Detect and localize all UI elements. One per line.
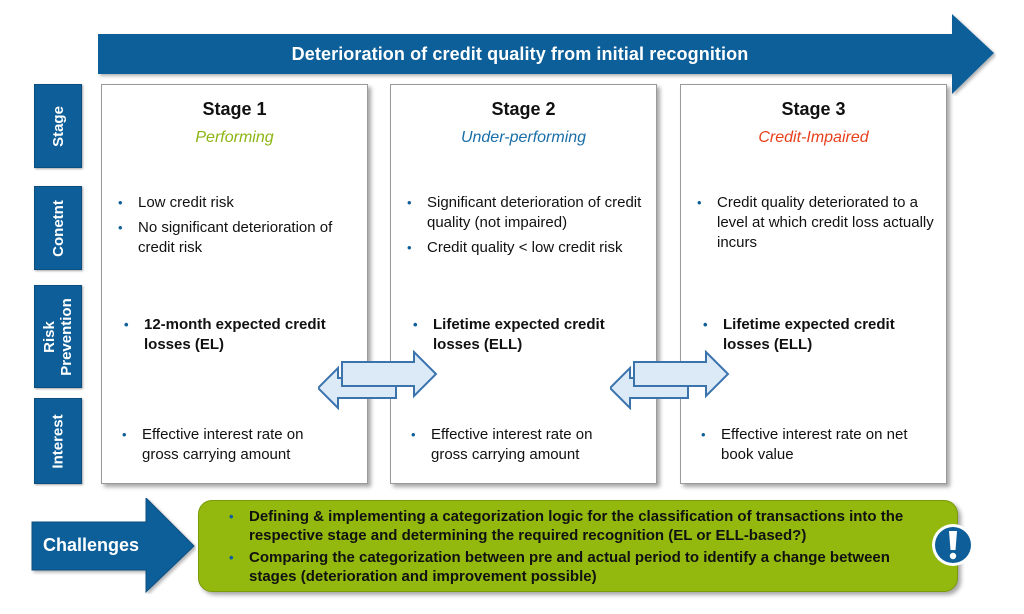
right-arrow-icon [341, 350, 438, 399]
row-label-line: Prevention [58, 297, 75, 376]
row-label-content: Conetnt [34, 186, 82, 270]
stage-title: Stage 1 [202, 99, 267, 119]
interest-list: Effective interest rate on net book valu… [699, 425, 932, 470]
interest-item: Effective interest rate on net book valu… [699, 425, 932, 465]
right-arrow-icon [633, 350, 730, 399]
risk-prevention-list: 12-month expected credit losses (EL) [122, 315, 337, 360]
row-label-text: Stage [49, 105, 67, 147]
challenge-item: Defining & implementing a categorization… [225, 507, 937, 545]
challenges-list: Defining & implementing a categorization… [225, 507, 937, 589]
content-item: Credit quality deteriorated to a level a… [695, 193, 938, 253]
challenges-arrow-shape [31, 498, 195, 594]
interest-list: Effective interest rate on gross carryin… [120, 425, 337, 470]
header-title: Deterioration of credit quality from ini… [291, 43, 749, 64]
stage-subtitle: Under-performing [460, 129, 587, 146]
content-list: Significant deterioration of credit qual… [405, 193, 648, 263]
interest-item: Effective interest rate on gross carryin… [120, 425, 337, 465]
content-item: No significant deterioration of credit r… [116, 218, 359, 258]
challenges-box: Defining & implementing a categorization… [198, 500, 958, 592]
risk-prevention-list: Lifetime expected credit losses (ELL) [701, 315, 926, 360]
stage-title: Stage 3 [781, 99, 846, 119]
content-item: Significant deterioration of credit qual… [405, 193, 648, 233]
double-arrow-icon [318, 350, 438, 410]
challenge-item: Comparing the categorization between pre… [225, 548, 937, 586]
risk-prevention-list: Lifetime expected credit losses (ELL) [411, 315, 636, 360]
stage-title: Stage 2 [491, 99, 556, 119]
row-label-interest: Interest [34, 398, 82, 484]
risk-prevention-item: 12-month expected credit losses (EL) [122, 315, 337, 355]
stage-2-card: Stage 2 Under-performing Significant det… [390, 84, 657, 484]
row-label-line: Risk [41, 320, 58, 353]
content-item: Credit quality < low credit risk [405, 238, 648, 258]
content-list: Credit quality deteriorated to a level a… [695, 193, 938, 258]
exclamation-icon [932, 524, 974, 566]
stage-1-card: Stage 1 Performing Low credit risk No si… [101, 84, 368, 484]
content-item: Low credit risk [116, 193, 359, 213]
row-label-text: Conetnt [49, 199, 67, 257]
row-label-text: Risk Prevention [41, 298, 75, 376]
row-label-risk-prevention: Risk Prevention [34, 285, 82, 388]
risk-prevention-item: Lifetime expected credit losses (ELL) [701, 315, 926, 355]
interest-item: Effective interest rate on gross carryin… [409, 425, 626, 465]
row-label-text: Interest [49, 413, 67, 469]
stage-subtitle: Performing [195, 129, 274, 146]
stage-subtitle: Credit-Impaired [758, 129, 869, 146]
stage-3-card: Stage 3 Credit-Impaired Credit quality d… [680, 84, 947, 484]
double-arrow-icon [610, 350, 730, 410]
risk-prevention-item: Lifetime expected credit losses (ELL) [411, 315, 636, 355]
interest-list: Effective interest rate on gross carryin… [409, 425, 626, 470]
top-arrow-shape [98, 14, 994, 94]
challenges-label: Challenges [42, 534, 140, 555]
row-label-stage: Stage [34, 84, 82, 168]
content-list: Low credit risk No significant deteriora… [116, 193, 359, 263]
